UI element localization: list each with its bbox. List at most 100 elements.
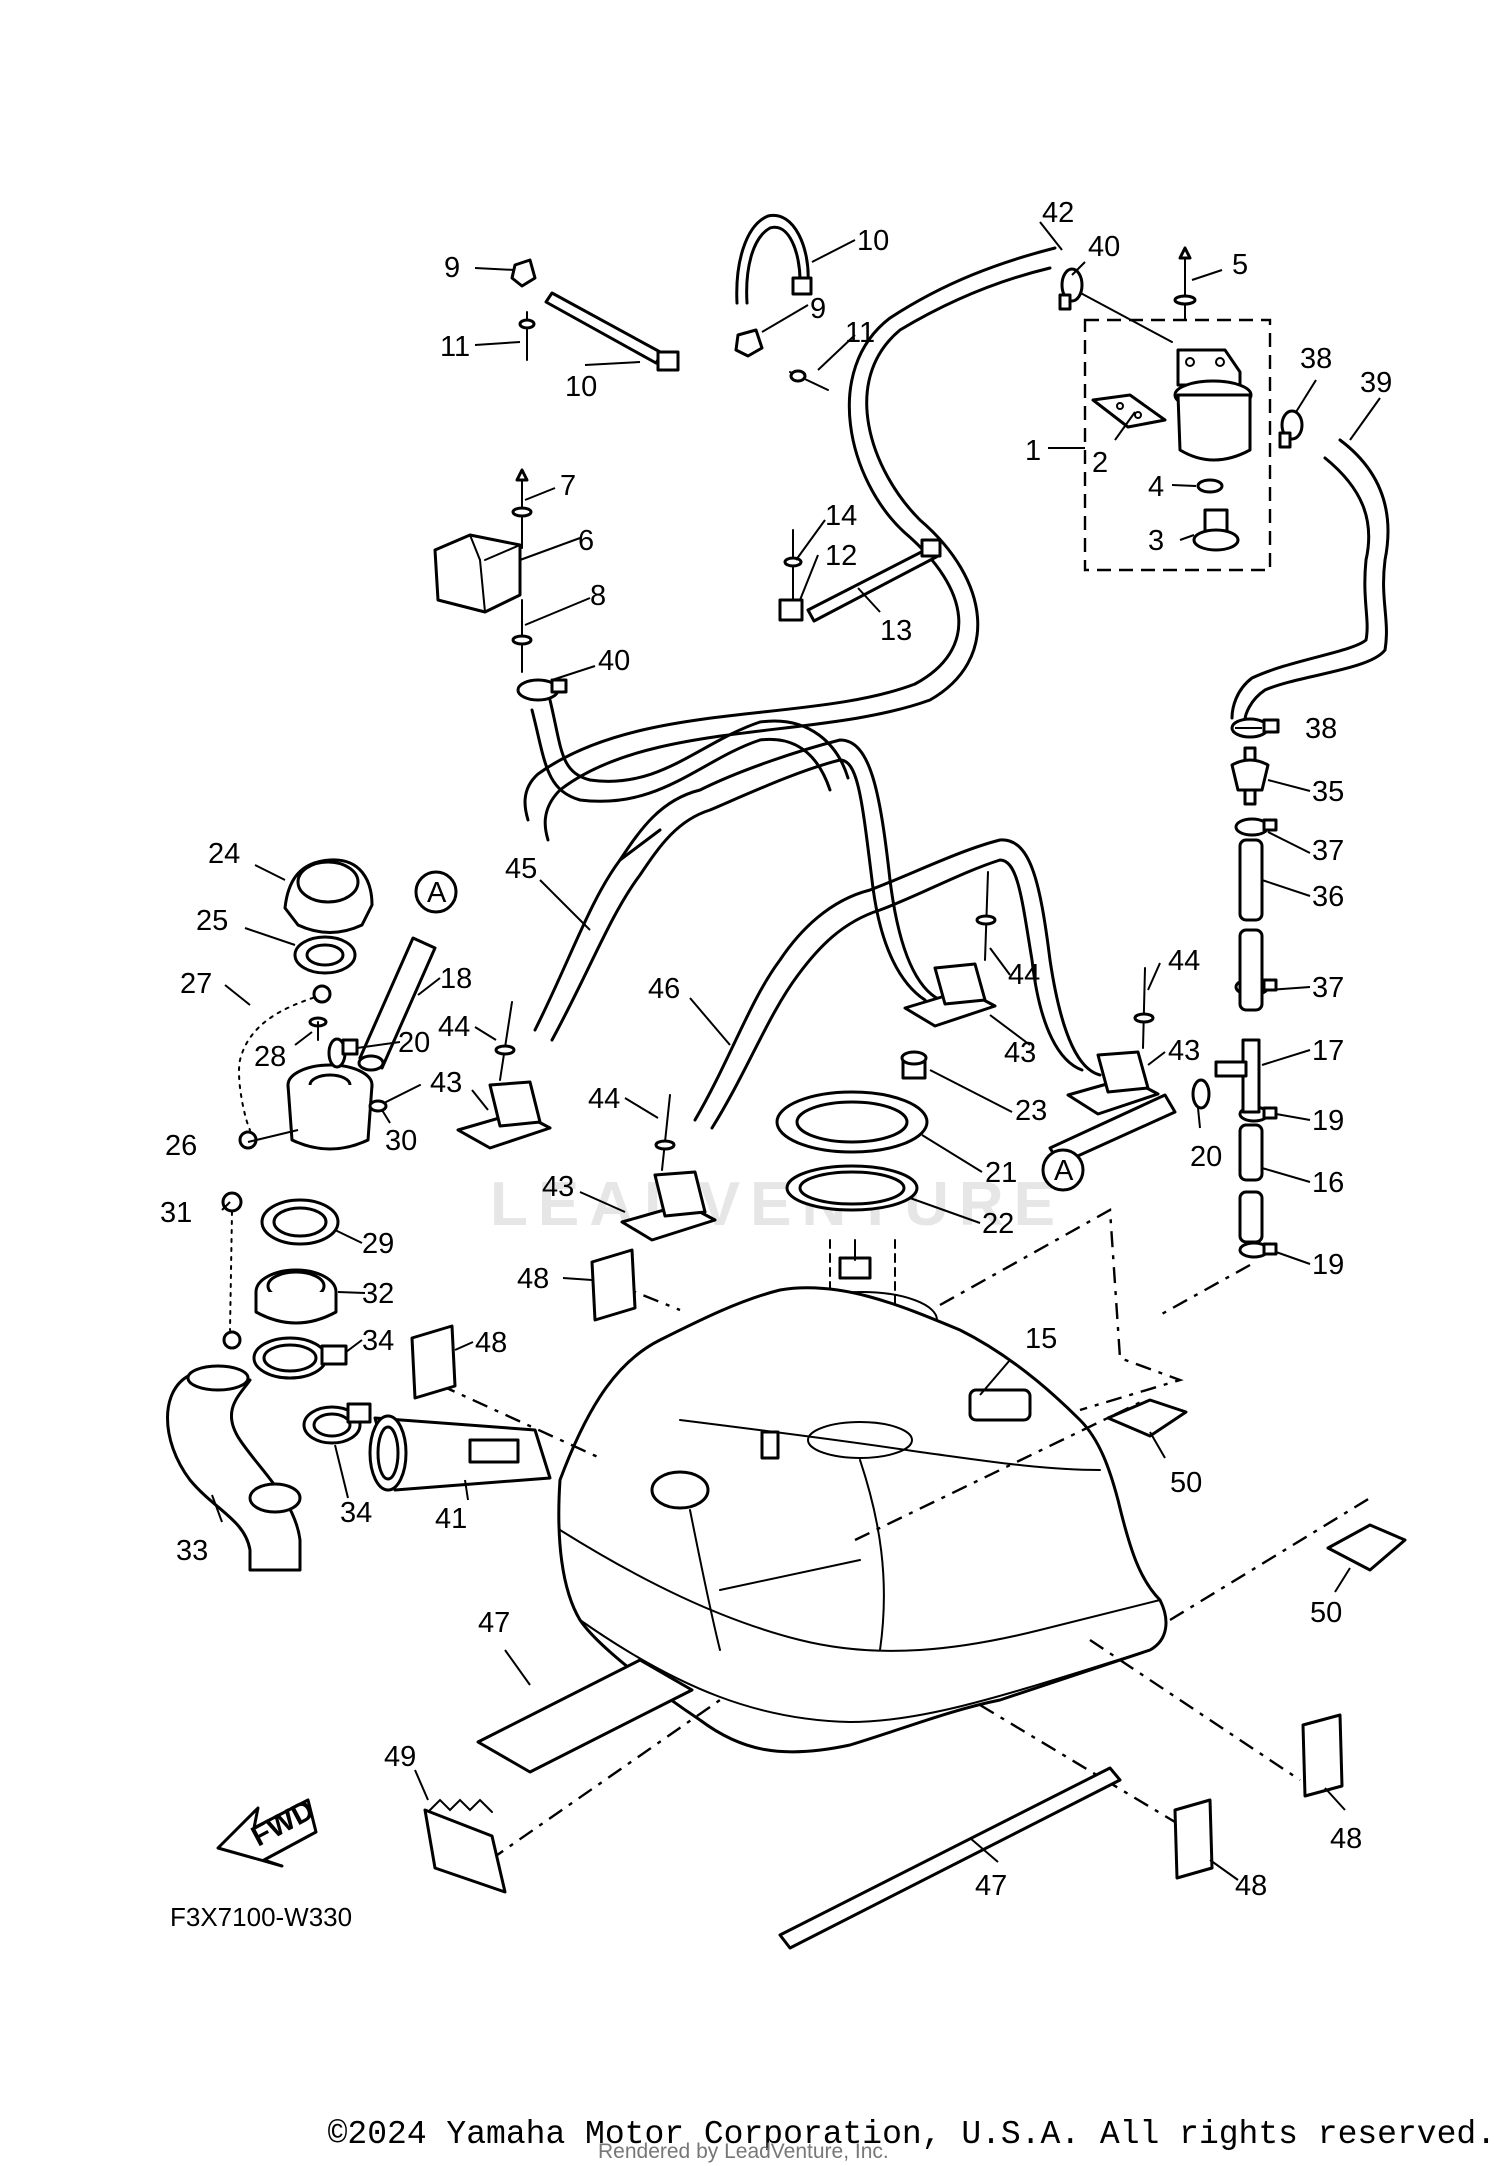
callout-50: 50 bbox=[1310, 1597, 1342, 1629]
t-joint-17 bbox=[1214, 1038, 1261, 1114]
rivet-7 bbox=[511, 468, 533, 549]
clamp-19-lower bbox=[1238, 1241, 1278, 1259]
svg-text:A: A bbox=[427, 877, 447, 909]
drain-bowl-3 bbox=[1192, 508, 1240, 552]
bolt-5 bbox=[1173, 246, 1197, 321]
callout-30: 30 bbox=[385, 1125, 417, 1157]
callout-21: 21 bbox=[985, 1157, 1017, 1189]
callout-27: 27 bbox=[180, 968, 212, 1000]
fuel-tank-15 bbox=[557, 1286, 1168, 1754]
callout-8: 8 bbox=[590, 580, 606, 612]
fuel-filter-cartridge bbox=[1173, 348, 1253, 462]
connection-marker-a-left: A bbox=[414, 870, 458, 914]
connection-marker-a-right: A bbox=[1041, 1148, 1085, 1192]
retainer-43-right bbox=[1066, 1050, 1160, 1116]
clip-12 bbox=[778, 598, 804, 622]
callout-13: 13 bbox=[880, 615, 912, 647]
clamp-40-upper bbox=[1058, 267, 1084, 311]
callout-40: 40 bbox=[598, 645, 630, 677]
screw-28 bbox=[308, 1016, 328, 1041]
cap-strap-27 bbox=[238, 984, 332, 1150]
ref-line-50-b bbox=[1169, 1496, 1371, 1622]
callout-24: 24 bbox=[208, 838, 240, 870]
copyright-notice: ©2024 Yamaha Motor Corporation, U.S.A. A… bbox=[327, 2116, 1496, 2153]
ref-line-41 bbox=[719, 1559, 861, 1591]
clamp-40-lower bbox=[516, 678, 568, 702]
svg-text:A: A bbox=[1054, 1155, 1074, 1187]
callout-18: 18 bbox=[440, 963, 472, 995]
gasket-29 bbox=[260, 1198, 340, 1246]
callout-44: 44 bbox=[588, 1083, 620, 1115]
callout-20: 20 bbox=[1190, 1141, 1222, 1173]
callout-48: 48 bbox=[517, 1263, 549, 1295]
hose-18 bbox=[357, 936, 437, 1072]
callout-12: 12 bbox=[825, 540, 857, 572]
filler-pipe-41 bbox=[368, 1414, 552, 1492]
callout-49: 49 bbox=[384, 1741, 416, 1773]
gasket-25 bbox=[293, 935, 357, 975]
filler-cap-24 bbox=[283, 858, 374, 934]
callout-40: 40 bbox=[1088, 231, 1120, 263]
tank-band-46 bbox=[693, 838, 1102, 1130]
hose-36 bbox=[1238, 838, 1264, 1012]
callout-42: 42 bbox=[1042, 197, 1074, 229]
callout-34: 34 bbox=[362, 1325, 394, 1357]
callout-29: 29 bbox=[362, 1228, 394, 1260]
callout-3: 3 bbox=[1148, 525, 1164, 557]
cap-23 bbox=[900, 1050, 928, 1080]
callout-19: 19 bbox=[1312, 1249, 1344, 1281]
check-valve-35 bbox=[1230, 746, 1270, 806]
callout-38: 38 bbox=[1300, 343, 1332, 375]
callout-2: 2 bbox=[1092, 447, 1108, 479]
screw-30 bbox=[368, 1084, 421, 1113]
rivet-44-center bbox=[654, 1094, 676, 1171]
callout-43: 43 bbox=[1168, 1035, 1200, 1067]
rivet-11-center bbox=[789, 369, 829, 391]
callout-19: 19 bbox=[1312, 1105, 1344, 1137]
ref-line-48-b bbox=[439, 1383, 601, 1460]
tie-wrap-10-center bbox=[735, 213, 813, 305]
tie-wrap-10-left bbox=[544, 291, 680, 372]
callout-36: 36 bbox=[1312, 881, 1344, 913]
pad-47-bottom bbox=[778, 1766, 1122, 1950]
hose-16 bbox=[1238, 1123, 1264, 1244]
callout-37: 37 bbox=[1312, 835, 1344, 867]
filler-hose-33 bbox=[166, 1364, 302, 1572]
callout-26: 26 bbox=[165, 1130, 197, 1162]
fuel-hose-lower bbox=[530, 698, 850, 803]
callout-43: 43 bbox=[1004, 1037, 1036, 1069]
callout-15: 15 bbox=[1025, 1323, 1057, 1355]
callout-48: 48 bbox=[1235, 1870, 1267, 1902]
rivet-44-left bbox=[494, 1001, 516, 1081]
pad-48-a bbox=[590, 1248, 637, 1322]
retainer-43-mid bbox=[903, 962, 997, 1028]
gasket-22 bbox=[785, 1164, 919, 1212]
callout-32: 32 bbox=[362, 1278, 394, 1310]
leader-lines bbox=[211, 221, 1381, 1881]
ref-line-19 bbox=[1159, 1263, 1251, 1317]
clamp-38-upper bbox=[1278, 409, 1304, 449]
pad-50-a bbox=[1106, 1398, 1188, 1438]
clamp-37-upper bbox=[1234, 817, 1278, 837]
rivet-8 bbox=[511, 599, 533, 673]
callout-47: 47 bbox=[975, 1870, 1007, 1902]
callout-37: 37 bbox=[1312, 972, 1344, 1004]
ref-line-48-c bbox=[1089, 1639, 1301, 1781]
pad-48-b bbox=[410, 1324, 457, 1400]
callout-48: 48 bbox=[475, 1327, 507, 1359]
callout-46: 46 bbox=[648, 973, 680, 1005]
callout-1: 1 bbox=[1025, 435, 1041, 467]
callout-41: 41 bbox=[435, 1503, 467, 1535]
callout-47: 47 bbox=[478, 1607, 510, 1639]
clamp-34-lower bbox=[302, 1402, 372, 1445]
callout-23: 23 bbox=[1015, 1095, 1047, 1127]
callout-10: 10 bbox=[857, 225, 889, 257]
rendered-by-credit: Rendered by LeadVenture, Inc. bbox=[598, 2140, 889, 2163]
callout-28: 28 bbox=[254, 1041, 286, 1073]
ref-line-15 bbox=[939, 1208, 1184, 1412]
o-ring-4 bbox=[1196, 478, 1224, 494]
watermark: LEADVENTURE bbox=[490, 1170, 1065, 1239]
pad-47-left bbox=[476, 1658, 694, 1774]
callout-33: 33 bbox=[176, 1535, 208, 1567]
clip-9-center bbox=[734, 328, 764, 358]
